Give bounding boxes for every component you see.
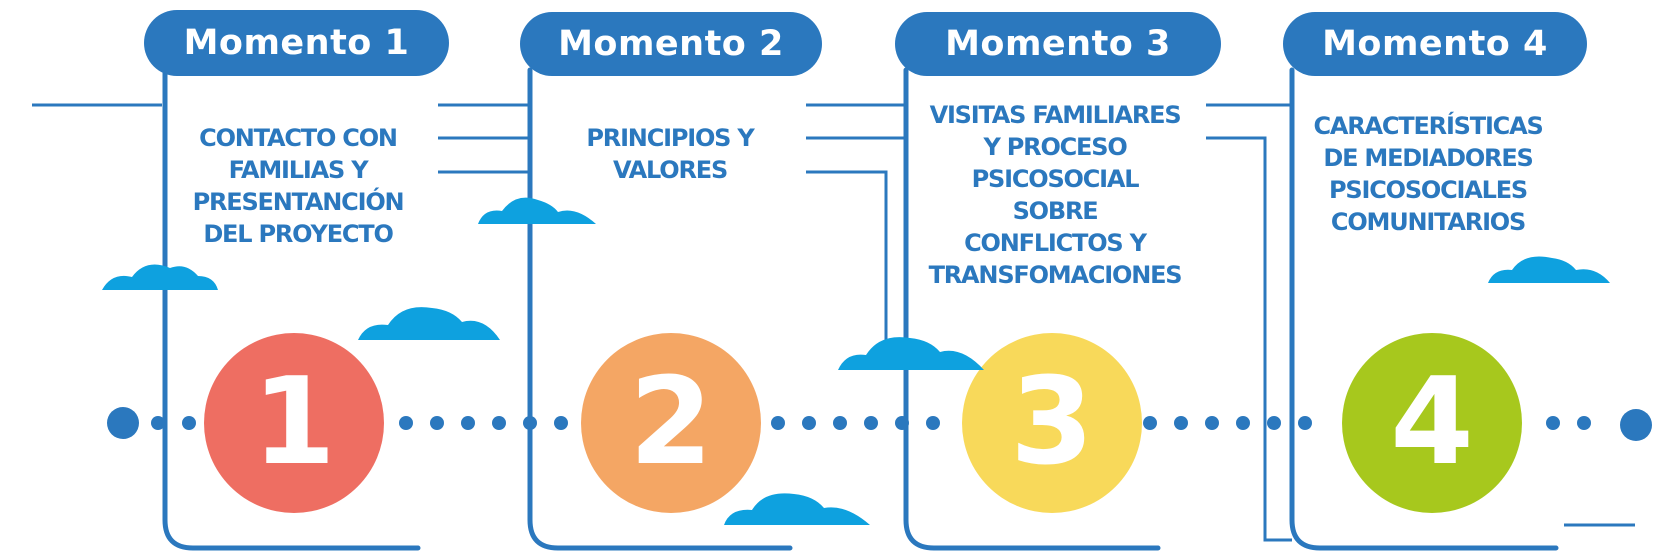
description-line: CONFLICTOS Y — [964, 229, 1147, 257]
moment-1-description: CONTACTO CON FAMILIAS Y PRESENTANCIÓN DE… — [168, 122, 428, 250]
timeline-dot — [430, 416, 444, 430]
cloud-6 — [1488, 256, 1610, 283]
description-line: PSICOSOCIALES — [1329, 176, 1528, 204]
cloud-5 — [724, 493, 870, 525]
moment-2-title: Momento 2 — [558, 24, 784, 64]
cloud-2 — [358, 307, 500, 340]
header-pill-4 — [1283, 12, 1587, 76]
description-line: FAMILIAS Y — [228, 156, 369, 184]
timeline-dot — [771, 416, 785, 430]
description-line: VISITAS FAMILIARES — [929, 101, 1182, 129]
moment-2-number: 2 — [629, 353, 713, 492]
timeline-dot — [492, 416, 506, 430]
description-line: CARACTERÍSTICAS — [1313, 112, 1543, 140]
timeline-dot — [926, 416, 940, 430]
timeline-dot — [802, 416, 816, 430]
timeline-dot — [1546, 416, 1560, 430]
timeline-dot — [1298, 416, 1312, 430]
timeline-dot — [1143, 416, 1157, 430]
timeline-start-dot — [107, 407, 139, 439]
connector-lines — [32, 103, 1635, 542]
timeline-dot — [182, 416, 196, 430]
timeline-dot — [151, 416, 165, 430]
description-line: VALORES — [612, 156, 728, 184]
clouds — [102, 197, 1610, 525]
moment-3-number: 3 — [1010, 353, 1094, 492]
moment-1-number: 1 — [252, 353, 336, 492]
header-pill-2 — [520, 12, 822, 76]
timeline-dot — [399, 416, 413, 430]
card-outlines — [162, 67, 1559, 551]
description-line: PRINCIPIOS Y — [586, 124, 754, 152]
cloud-3 — [478, 197, 596, 224]
timeline-end-dot — [1620, 409, 1652, 441]
header-pills — [144, 10, 1587, 76]
description-line: TRANSFOMACIONES — [928, 261, 1183, 289]
timeline-dot — [833, 416, 847, 430]
description-line: Y PROCESO — [983, 133, 1127, 161]
header-pill-1 — [144, 10, 449, 76]
moment-4-title: Momento 4 — [1322, 24, 1548, 64]
number-circle-4 — [1342, 333, 1522, 513]
number-circle-3 — [962, 333, 1142, 513]
number-circle-2 — [581, 333, 761, 513]
moment-4-number: 4 — [1390, 353, 1474, 492]
number-circle-1 — [204, 333, 384, 513]
description-line: PRESENTANCIÓN — [192, 188, 405, 216]
description-line: DEL PROYECTO — [203, 220, 394, 248]
moment-3-description: VISITAS FAMILIARES Y PROCESO PSICOSOCIAL… — [910, 99, 1200, 291]
timeline-dot — [1577, 416, 1591, 430]
timeline-dots — [151, 416, 1591, 430]
moment-3-title: Momento 3 — [945, 24, 1171, 64]
description-line: SOBRE — [1012, 197, 1099, 225]
cloud-4 — [838, 337, 984, 370]
description-line: PSICOSOCIAL — [971, 165, 1140, 193]
moment-1-title: Momento 1 — [183, 23, 410, 63]
header-pill-3 — [895, 12, 1221, 76]
description-line: CONTACTO CON — [199, 124, 398, 152]
moment-4-description: CARACTERÍSTICAS DE MEDIADORES PSICOSOCIA… — [1296, 110, 1560, 238]
timeline-dot — [864, 416, 878, 430]
cloud-1 — [102, 264, 218, 290]
timeline-dot — [461, 416, 475, 430]
timeline-dot — [1267, 416, 1281, 430]
timeline-dot — [1236, 416, 1250, 430]
description-line: DE MEDIADORES — [1323, 144, 1533, 172]
moment-2-description: PRINCIPIOS Y VALORES — [540, 122, 800, 186]
timeline-dot — [1205, 416, 1219, 430]
description-line: COMUNITARIOS — [1330, 208, 1526, 236]
timeline-dot — [554, 416, 568, 430]
timeline-dot — [1174, 416, 1188, 430]
